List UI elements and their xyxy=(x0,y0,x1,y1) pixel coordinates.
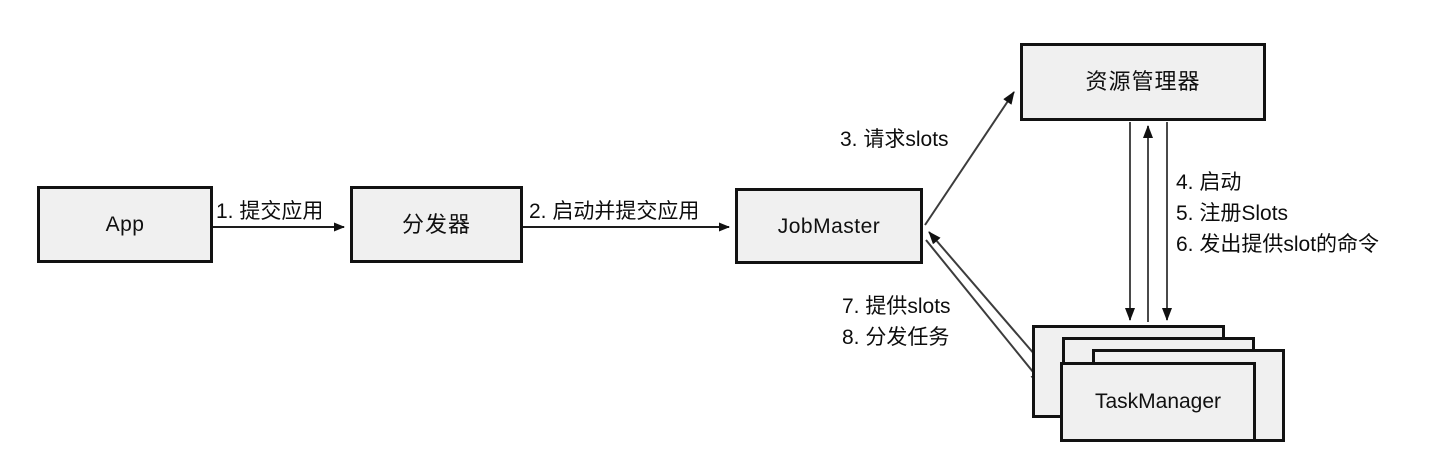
node-resourcemanager-label: 资源管理器 xyxy=(1085,69,1201,94)
edge-label-step3: 3. 请求slots xyxy=(838,125,951,154)
node-jobmaster-label: JobMaster xyxy=(777,214,881,238)
edge-label-step1: 1. 提交应用 xyxy=(214,197,326,226)
edge-jobmaster-to-taskmanager-tasks xyxy=(925,239,1043,384)
edge-taskmanager-to-jobmaster-offerslots xyxy=(928,231,1049,371)
node-dispatcher-label: 分发器 xyxy=(401,211,471,237)
edge-label-step4: 4. 启动 xyxy=(1174,168,1244,197)
node-resourcemanager[interactable]: 资源管理器 xyxy=(1020,43,1266,121)
node-app[interactable]: App xyxy=(37,186,213,263)
edge-label-step5: 5. 注册Slots xyxy=(1174,199,1291,228)
node-dispatcher[interactable]: 分发器 xyxy=(350,186,523,263)
edge-label-step7: 7. 提供slots xyxy=(840,292,953,321)
edge-label-step6: 6. 发出提供slot的命令 xyxy=(1174,230,1382,259)
node-app-label: App xyxy=(105,213,145,236)
edge-label-step8: 8. 分发任务 xyxy=(840,323,952,352)
edge-label-step2: 2. 启动并提交应用 xyxy=(527,197,702,226)
edge-jobmaster-to-resourcemanager xyxy=(924,91,1015,226)
node-taskmanager[interactable]: TaskManager xyxy=(1060,362,1256,442)
node-taskmanager-label: TaskManager xyxy=(1094,390,1222,413)
node-jobmaster[interactable]: JobMaster xyxy=(735,188,923,264)
